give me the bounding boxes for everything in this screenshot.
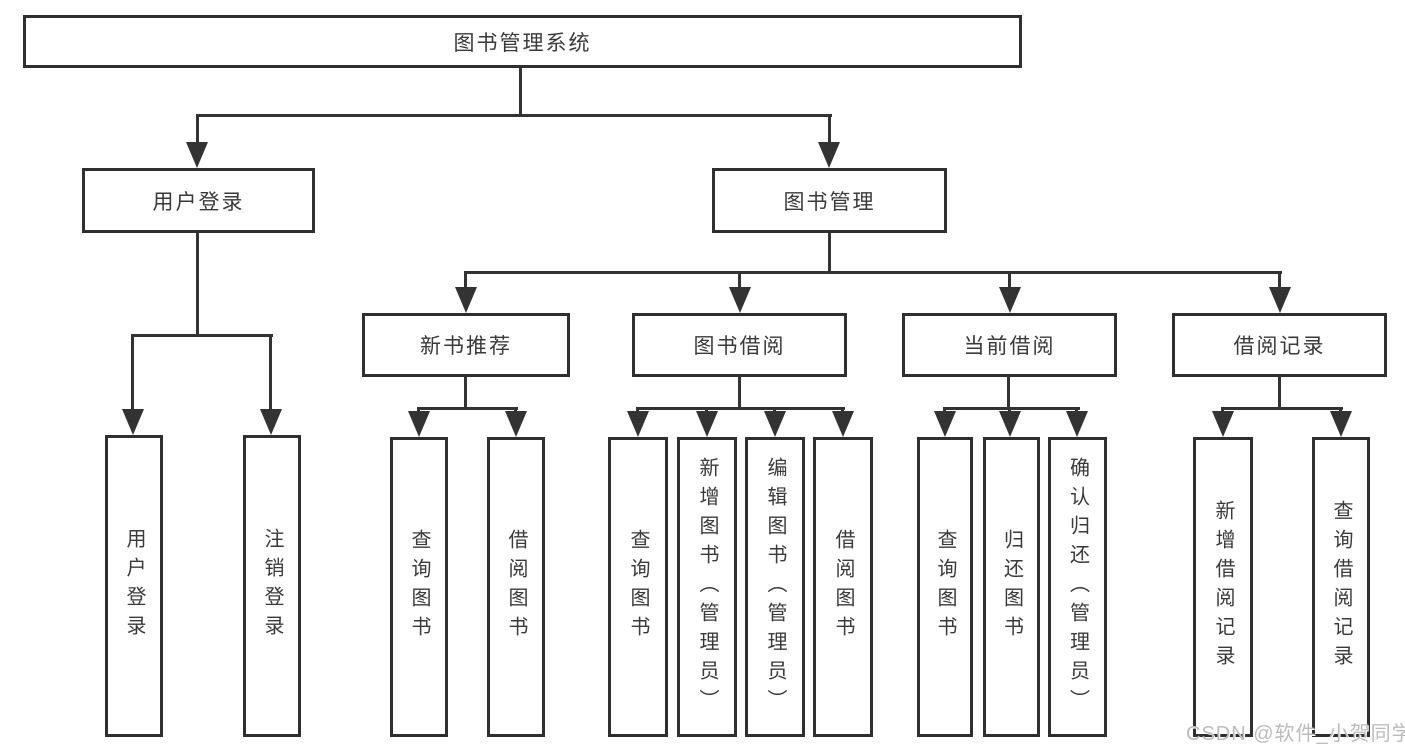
leaf-edit-books-admin: 编辑图书（管理员） bbox=[745, 437, 805, 737]
leaf-add-borrow-record: 新增借阅记录 bbox=[1193, 437, 1253, 737]
connector-hline bbox=[636, 407, 845, 410]
arrow-down-icon bbox=[186, 142, 208, 168]
connector-vline bbox=[943, 407, 946, 413]
leaf-query-books-recommend: 查询图书 bbox=[390, 437, 448, 737]
node-label: 图书管理 bbox=[783, 190, 876, 214]
node-label: 用户登录 bbox=[123, 528, 145, 644]
connector-hline bbox=[196, 114, 832, 117]
arrow-down-icon bbox=[260, 409, 282, 435]
csdn-watermark: CSDN @软件_小贺同学 bbox=[1186, 723, 1405, 745]
node-label: 借阅记录 bbox=[1233, 335, 1326, 358]
node-label: 新增图书（管理员） bbox=[696, 456, 718, 718]
node-label: 归还图书 bbox=[1000, 529, 1023, 645]
node-current-borrowing: 当前借阅 bbox=[902, 313, 1117, 377]
node-label: 新书推荐 bbox=[420, 335, 512, 358]
connector-vline bbox=[841, 407, 844, 413]
node-label: 确认归还（管理员） bbox=[1066, 456, 1089, 718]
leaf-query-books-borrow: 查询图书 bbox=[608, 437, 668, 737]
arrow-down-icon bbox=[408, 411, 430, 437]
node-label: 编辑图书（管理员） bbox=[764, 456, 786, 718]
node-label: 注销登录 bbox=[261, 528, 283, 644]
connector-vline bbox=[269, 334, 272, 409]
node-book-borrowing: 图书借阅 bbox=[632, 313, 847, 377]
node-label: 当前借阅 bbox=[963, 335, 1056, 358]
arrow-down-icon bbox=[696, 411, 718, 437]
node-library-management-system: 图书管理系统 bbox=[23, 15, 1022, 68]
arrow-down-icon bbox=[832, 411, 854, 437]
node-label: 用户登录 bbox=[152, 190, 245, 214]
connector-vline bbox=[773, 407, 776, 413]
arrow-down-icon bbox=[627, 411, 649, 437]
node-label: 查询图书 bbox=[408, 529, 430, 645]
leaf-add-books-admin: 新增图书（管理员） bbox=[677, 437, 737, 737]
connector-vline bbox=[828, 114, 831, 144]
arrow-down-icon bbox=[1330, 411, 1352, 437]
connector-vline bbox=[1007, 377, 1010, 409]
leaf-borrow-books: 借阅图书 bbox=[813, 437, 873, 737]
arrow-down-icon bbox=[1066, 411, 1088, 437]
connector-hline bbox=[131, 334, 273, 337]
connector-hline bbox=[464, 271, 1282, 274]
arrow-down-icon bbox=[934, 411, 956, 437]
arrow-down-icon bbox=[999, 411, 1021, 437]
arrow-down-icon bbox=[999, 287, 1021, 313]
connector-vline bbox=[1075, 407, 1078, 413]
arrow-down-icon bbox=[1212, 411, 1234, 437]
arrow-down-icon bbox=[818, 142, 840, 168]
connector-hline bbox=[417, 407, 518, 410]
node-book-management: 图书管理 bbox=[712, 168, 947, 233]
node-label: 新增借阅记录 bbox=[1212, 500, 1234, 674]
connector-vline bbox=[196, 233, 199, 336]
connector-vline bbox=[1339, 407, 1342, 413]
connector-vline bbox=[1008, 407, 1011, 413]
leaf-borrow-books-recommend: 借阅图书 bbox=[487, 437, 545, 737]
connector-vline bbox=[464, 271, 467, 287]
connector-vline bbox=[705, 407, 708, 413]
connector-vline bbox=[1008, 271, 1011, 287]
connector-hline bbox=[943, 407, 1080, 410]
node-label: 借阅图书 bbox=[832, 529, 854, 645]
connector-vline bbox=[738, 377, 741, 409]
connector-vline bbox=[738, 271, 741, 287]
leaf-logout: 注销登录 bbox=[243, 435, 301, 737]
connector-vline bbox=[1278, 377, 1281, 409]
node-borrowing-records: 借阅记录 bbox=[1172, 313, 1387, 377]
arrow-down-icon bbox=[505, 411, 527, 437]
connector-vline bbox=[131, 334, 134, 409]
node-label: 查询借阅记录 bbox=[1330, 500, 1352, 674]
connector-vline bbox=[1278, 271, 1281, 287]
leaf-confirm-return-admin: 确认归还（管理员） bbox=[1048, 437, 1107, 737]
arrow-down-icon bbox=[455, 287, 477, 313]
node-new-book-recommendation: 新书推荐 bbox=[362, 313, 570, 377]
leaf-query-books-current: 查询图书 bbox=[917, 437, 973, 737]
node-label: 查询图书 bbox=[934, 529, 956, 645]
leaf-query-borrow-record: 查询借阅记录 bbox=[1312, 437, 1370, 737]
arrow-down-icon bbox=[1269, 287, 1291, 313]
node-label: 图书借阅 bbox=[693, 335, 786, 358]
connector-vline bbox=[1221, 407, 1224, 413]
connector-hline bbox=[1221, 407, 1343, 410]
node-label: 借阅图书 bbox=[505, 529, 527, 645]
node-label: 图书管理系统 bbox=[453, 31, 592, 55]
arrow-down-icon bbox=[729, 287, 751, 313]
arrow-down-icon bbox=[122, 409, 144, 435]
connector-vline bbox=[519, 68, 522, 116]
connector-vline bbox=[196, 114, 199, 144]
arrow-down-icon bbox=[764, 411, 786, 437]
connector-vline bbox=[828, 233, 831, 273]
connector-vline bbox=[514, 407, 517, 413]
leaf-user-login: 用户登录 bbox=[105, 435, 163, 737]
node-user-login: 用户登录 bbox=[82, 168, 315, 233]
node-label: 查询图书 bbox=[627, 529, 649, 645]
connector-vline bbox=[464, 377, 467, 409]
leaf-return-books: 归还图书 bbox=[983, 437, 1040, 737]
connector-vline bbox=[417, 407, 420, 413]
connector-vline bbox=[636, 407, 639, 413]
